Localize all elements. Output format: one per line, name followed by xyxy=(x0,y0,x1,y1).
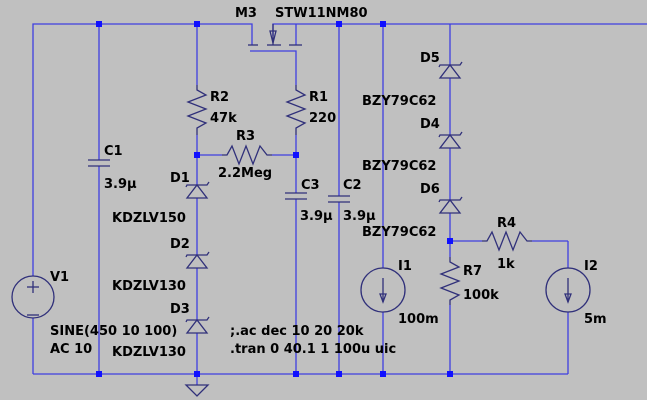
capacitor-c2 xyxy=(328,195,350,203)
v1-value: SINE(450 10 100) xyxy=(50,324,177,339)
d2-value: KDZLV130 xyxy=(112,279,186,294)
r1-name: R1 xyxy=(309,90,328,105)
resistor-r1 xyxy=(285,85,307,135)
d3-name: D3 xyxy=(170,302,190,317)
c3-value: 3.9µ xyxy=(300,209,333,224)
zener-d5 xyxy=(438,61,463,79)
current-source-i2 xyxy=(545,267,591,313)
c1-name: C1 xyxy=(104,144,123,159)
c2-name: C2 xyxy=(343,178,362,193)
zener-d6 xyxy=(438,196,463,214)
r4-name: R4 xyxy=(497,216,516,231)
v1-ac-value: AC 10 xyxy=(50,342,92,357)
ac-directive: ;.ac dec 10 20 20k xyxy=(230,324,364,339)
zener-d3 xyxy=(185,316,210,334)
m3-name: M3 xyxy=(235,6,257,21)
r7-name: R7 xyxy=(463,264,482,279)
d1-name: D1 xyxy=(170,171,190,186)
ground-icon xyxy=(184,384,210,397)
resistor-r3 xyxy=(222,144,272,166)
d5-name: D5 xyxy=(420,51,440,66)
i1-value: 100m xyxy=(398,312,439,327)
d4-name: D4 xyxy=(420,117,440,132)
d1-value: KDZLV150 xyxy=(112,211,186,226)
tran-directive: .tran 0 40.1 1 100u uic xyxy=(230,342,396,357)
d6-value: BZY79C62 xyxy=(362,225,436,240)
capacitor-c1 xyxy=(88,159,110,167)
r2-name: R2 xyxy=(210,90,229,105)
capacitor-c3 xyxy=(285,192,307,200)
r3-name: R3 xyxy=(236,129,255,144)
current-source-i1 xyxy=(360,267,406,313)
d6-name: D6 xyxy=(420,182,440,197)
zener-d1 xyxy=(185,181,210,199)
i2-value: 5m xyxy=(584,312,607,327)
zener-d4 xyxy=(438,131,463,149)
resistor-r7 xyxy=(439,257,461,305)
c3-name: C3 xyxy=(301,178,320,193)
r3-value: 2.2Meg xyxy=(218,166,272,181)
i1-name: I1 xyxy=(398,259,412,274)
resistor-r2 xyxy=(186,85,208,135)
c2-value: 3.9µ xyxy=(343,209,376,224)
r7-value: 100k xyxy=(463,288,499,303)
d3-value: KDZLV130 xyxy=(112,345,186,360)
v1-name: V1 xyxy=(50,270,69,285)
voltage-source-v1 xyxy=(11,275,55,319)
mosfet-m3[interactable] xyxy=(248,24,302,46)
r4-value: 1k xyxy=(497,257,515,272)
r2-value: 47k xyxy=(210,111,237,126)
junction-dots xyxy=(96,21,453,377)
r1-value: 220 xyxy=(309,111,336,126)
d5-value: BZY79C62 xyxy=(362,94,436,109)
zener-d2 xyxy=(185,251,210,269)
i2-name: I2 xyxy=(584,259,598,274)
c1-value: 3.9µ xyxy=(104,177,137,192)
m3-value: STW11NM80 xyxy=(275,6,368,21)
d4-value: BZY79C62 xyxy=(362,159,436,174)
resistor-r4 xyxy=(482,230,532,252)
d2-name: D2 xyxy=(170,237,190,252)
